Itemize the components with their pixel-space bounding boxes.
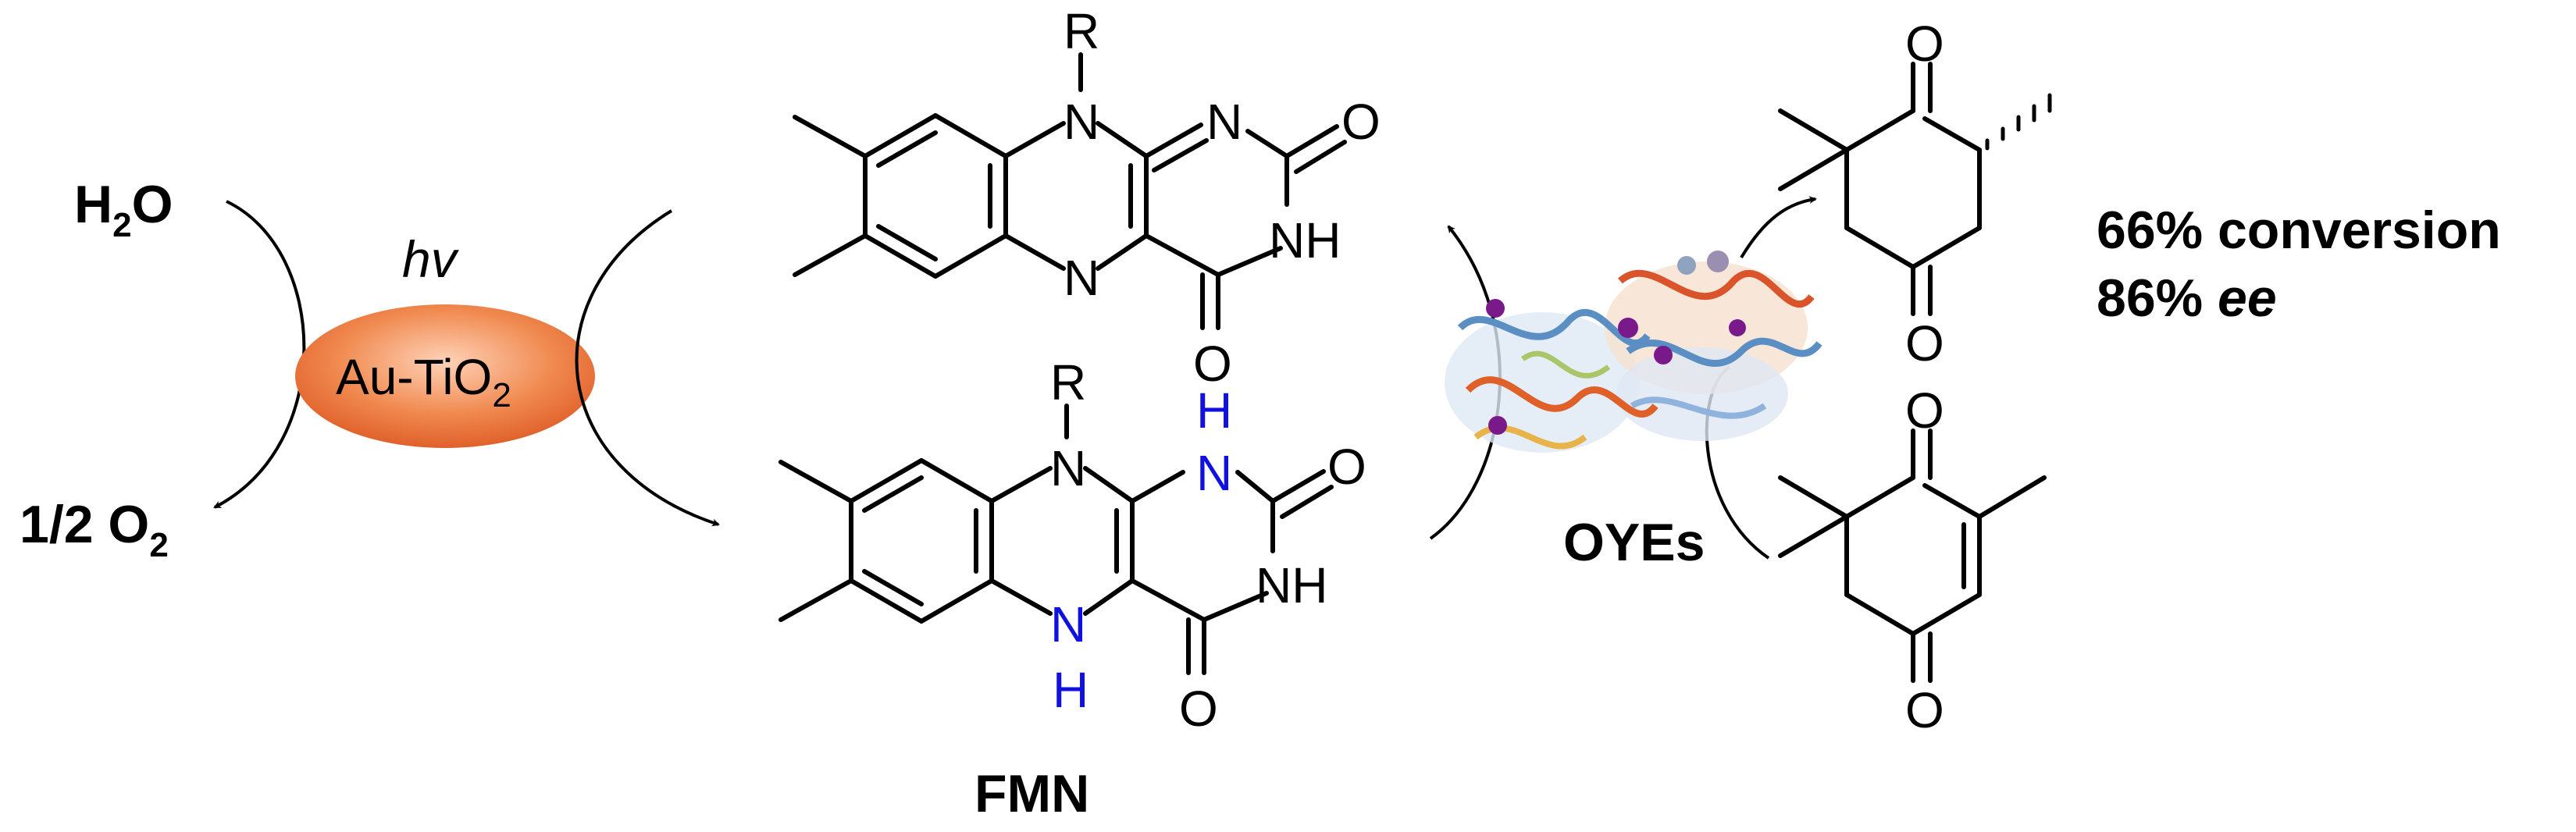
conversion-label: 66% conversion: [2097, 201, 2501, 260]
catalyst-particle: [295, 304, 595, 448]
reduced-flavin: [779, 404, 1334, 675]
product-O-bottom: O: [1905, 315, 1944, 372]
product-ketone: [1778, 62, 2052, 316]
enzyme-structure: [1445, 251, 1822, 453]
red-H5: H: [1053, 662, 1088, 718]
red-N10: N: [1050, 440, 1086, 496]
substrate-enone: [1778, 428, 2047, 683]
ox-N5: N: [1064, 250, 1099, 306]
enzyme-label: OYEs: [1563, 513, 1705, 572]
substrate-O-bottom: O: [1905, 682, 1944, 738]
oxygen-label: 1/2 O2: [20, 495, 169, 564]
ox-O4: O: [1193, 336, 1232, 392]
red-O2: O: [1327, 439, 1366, 495]
ee-label: 86% ee: [2097, 268, 2277, 328]
red-H1: H: [1196, 382, 1232, 439]
ox-NH3: NH: [1269, 212, 1341, 268]
enzyme-product-arrow: [1740, 196, 1817, 259]
red-N1: N: [1196, 445, 1232, 501]
red-NH3: NH: [1256, 557, 1327, 613]
red-R: R: [1050, 354, 1086, 411]
ox-O2: O: [1341, 94, 1381, 150]
red-O4: O: [1179, 681, 1218, 737]
ox-R: R: [1064, 3, 1099, 59]
light-label: hv: [402, 230, 460, 288]
red-N5: N: [1050, 596, 1086, 652]
product-O-top: O: [1905, 16, 1944, 72]
cofactor-label: FMN: [974, 764, 1089, 823]
oxidized-flavin: [793, 52, 1347, 330]
flavin-reduction-arrow: [575, 209, 720, 527]
water-label: H2O: [74, 175, 173, 244]
ox-N1: N: [1206, 94, 1242, 150]
ox-N10: N: [1064, 94, 1099, 150]
catalyst-label: Au-TiO2: [336, 349, 511, 414]
substrate-O-top: O: [1905, 382, 1944, 439]
water-oxidation-arrow: [213, 200, 306, 509]
